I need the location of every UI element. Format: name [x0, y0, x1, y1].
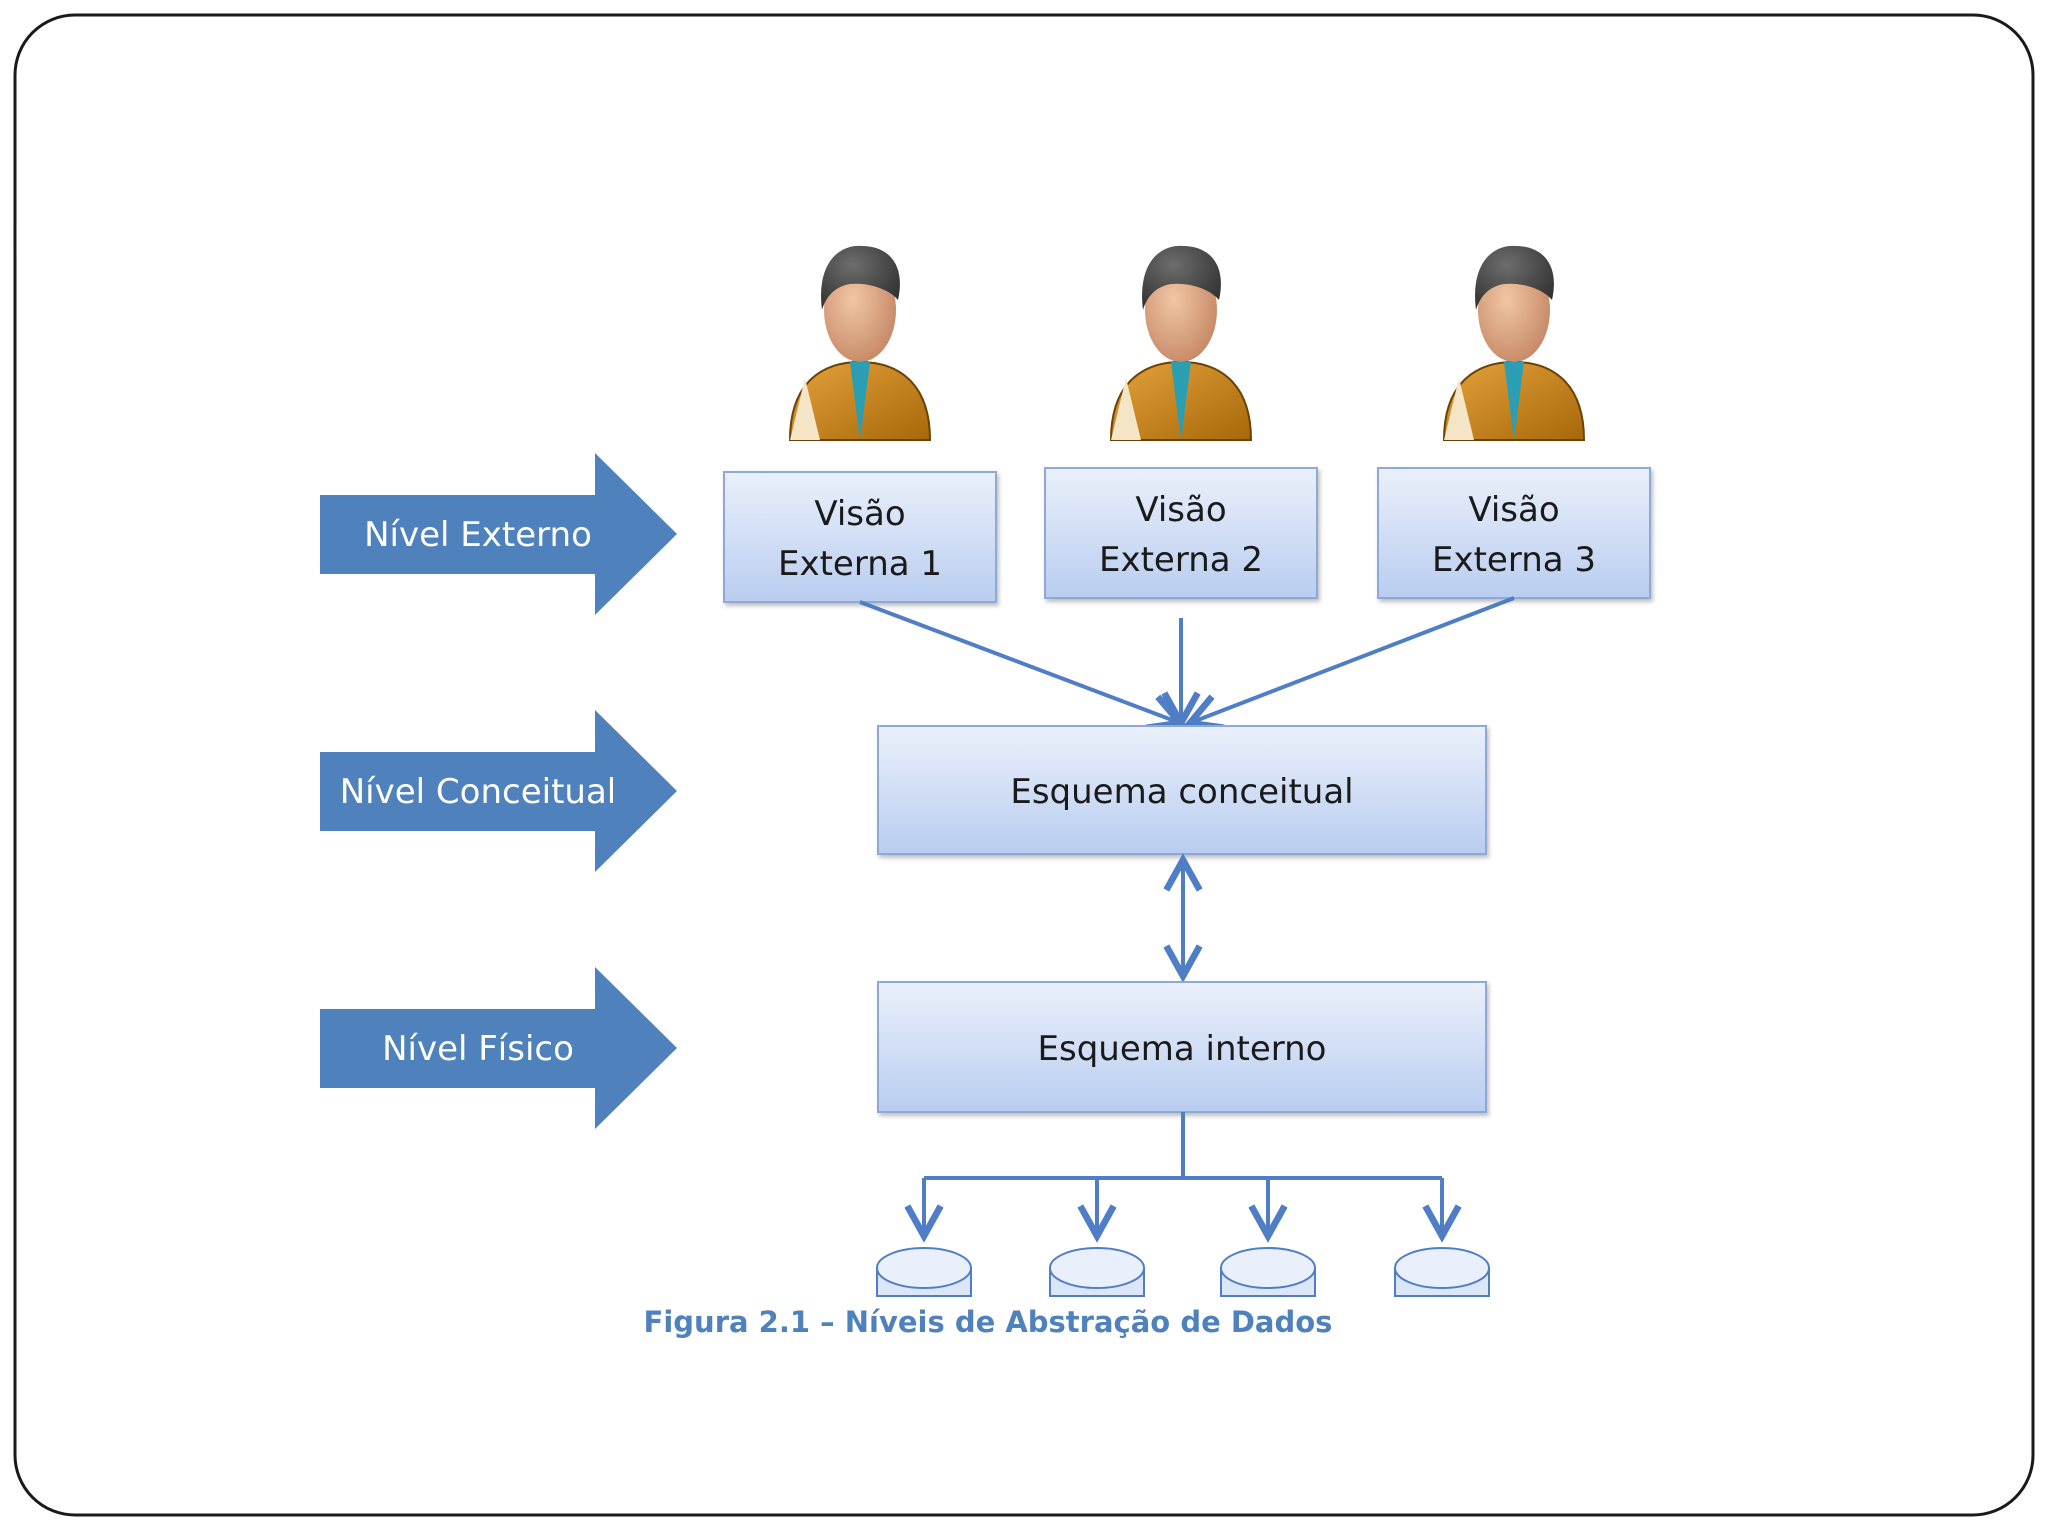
connector-view3-conceptual	[1190, 596, 1515, 723]
level-label: Nível Externo	[364, 515, 592, 555]
external-view-1: Visão Externa 1	[723, 471, 997, 603]
user-icon	[1109, 245, 1253, 441]
external-view-2: Visão Externa 2	[1044, 467, 1318, 599]
external-view-line1: Visão	[1468, 490, 1559, 530]
level-label: Nível Físico	[382, 1029, 574, 1069]
database-icon	[1220, 1247, 1316, 1297]
database-icon	[1049, 1247, 1145, 1297]
external-view-box	[1377, 467, 1651, 599]
external-view-line2: Externa 2	[1099, 540, 1263, 580]
internal-schema-label: Esquema interno	[1038, 1029, 1327, 1069]
external-view-3: Visão Externa 3	[1377, 467, 1651, 599]
user-icon	[788, 245, 932, 441]
level-label: Nível Conceitual	[340, 772, 616, 812]
internal-schema: Esquema interno	[877, 981, 1487, 1113]
database-icon	[876, 1247, 972, 1297]
level-arrow-conceptual: Nível Conceitual	[320, 710, 677, 872]
conceptual-schema-box	[877, 725, 1487, 855]
level-arrow-external: Nível Externo	[320, 453, 677, 615]
level-arrow-shape	[320, 967, 677, 1129]
database-icon	[1394, 1247, 1490, 1297]
level-arrow-shape	[320, 453, 677, 615]
conceptual-schema: Esquema conceitual	[877, 725, 1487, 855]
storage-connectors	[924, 1112, 1442, 1236]
external-view-box	[723, 471, 997, 603]
external-view-line2: Externa 3	[1432, 540, 1596, 580]
external-view-line1: Visão	[1135, 490, 1226, 530]
connector-view1-conceptual	[859, 600, 1180, 723]
figure-caption: Figura 2.1 – Níveis de Abstração de Dado…	[644, 1305, 1333, 1339]
level-arrow-physical: Nível Físico	[320, 967, 677, 1129]
user-icon	[1442, 245, 1586, 441]
external-view-box	[1044, 467, 1318, 599]
level-arrow-shape	[320, 710, 677, 872]
internal-schema-box	[877, 981, 1487, 1113]
conceptual-schema-label: Esquema conceitual	[1010, 772, 1353, 812]
external-view-line2: Externa 1	[778, 544, 942, 584]
external-view-line1: Visão	[814, 494, 905, 534]
